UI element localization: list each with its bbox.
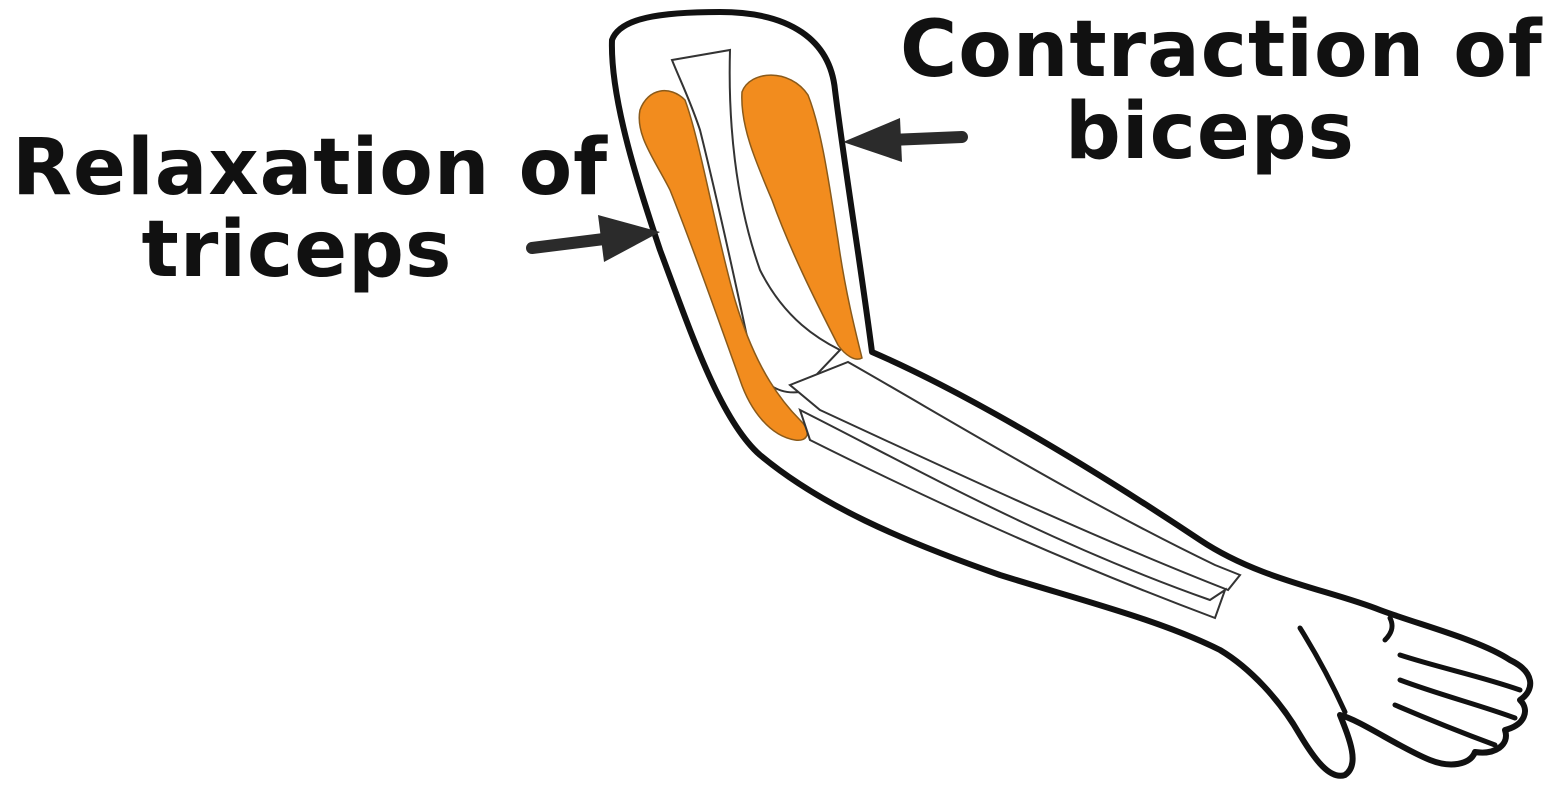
biceps-label-line1: Contraction of xyxy=(900,10,1520,92)
biceps-label: Contraction of biceps xyxy=(900,10,1520,174)
biceps-label-line2: biceps xyxy=(900,92,1520,174)
triceps-label-line2: triceps xyxy=(12,210,582,292)
triceps-label: Relaxation of triceps xyxy=(12,128,582,292)
triceps-label-line1: Relaxation of xyxy=(12,128,582,210)
